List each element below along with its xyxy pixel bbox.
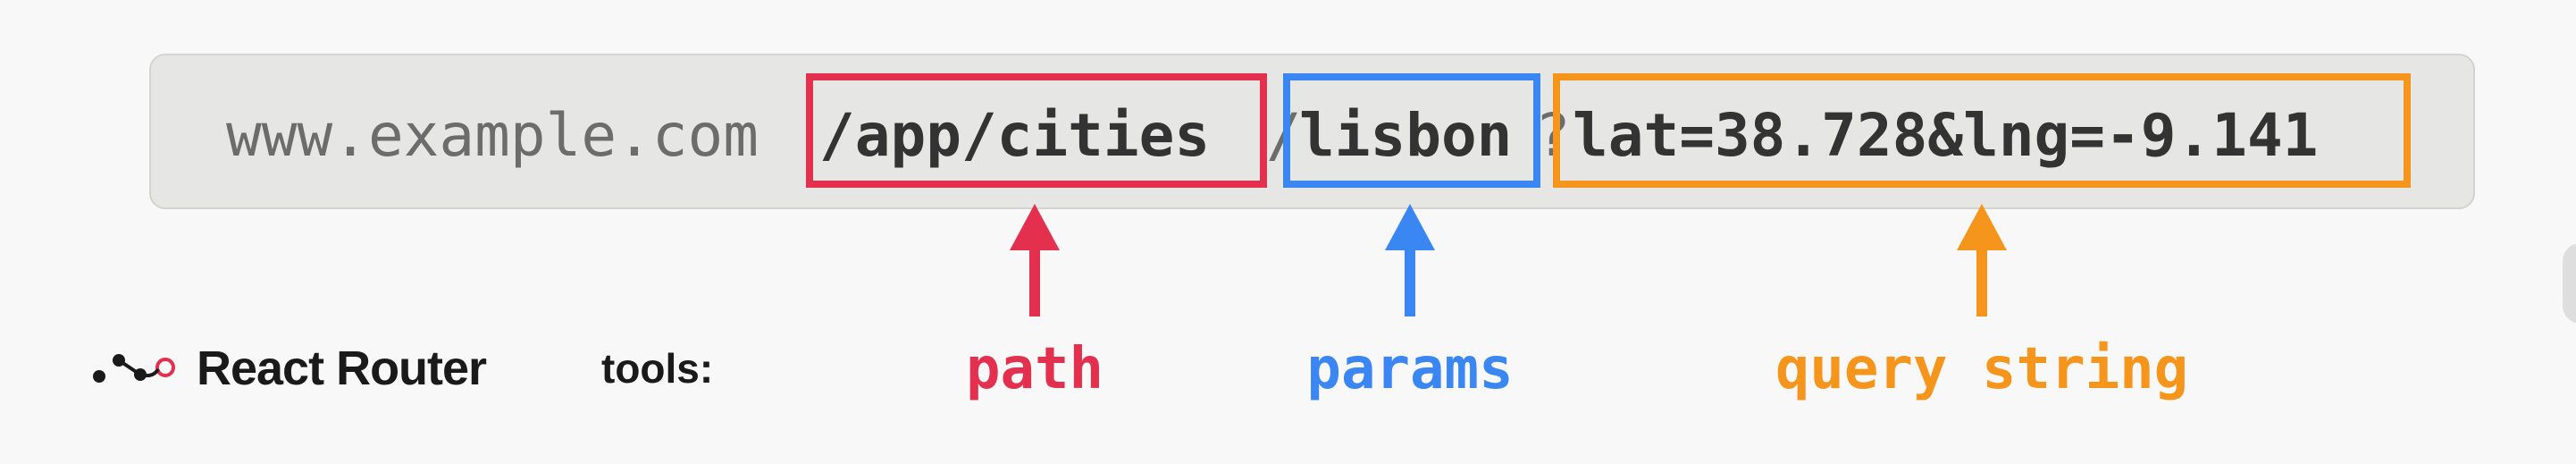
query-arrow-icon	[1957, 204, 2007, 316]
url-query-separator: ?	[1535, 101, 1571, 170]
url-path: /app/cities	[819, 101, 1211, 170]
query-highlight-box	[1553, 73, 2411, 188]
url-params: lisbon	[1299, 101, 1513, 170]
react-router-logo-icon	[93, 354, 175, 383]
url-query: lat=38.728&lng=-9.141	[1573, 101, 2319, 170]
react-router-brand-name: React Router	[197, 342, 487, 395]
path-label: path	[965, 336, 1104, 402]
url-host: www.example.com	[226, 101, 759, 170]
tools-label: tools:	[601, 345, 714, 392]
path-highlight-box	[806, 73, 1267, 188]
edge-bump	[2563, 243, 2576, 324]
params-label: params	[1306, 336, 1514, 402]
params-arrow-icon	[1385, 204, 1435, 316]
params-highlight-box	[1283, 73, 1540, 188]
query-string-label: query string	[1775, 336, 2189, 402]
path-arrow-icon	[1010, 204, 1060, 316]
